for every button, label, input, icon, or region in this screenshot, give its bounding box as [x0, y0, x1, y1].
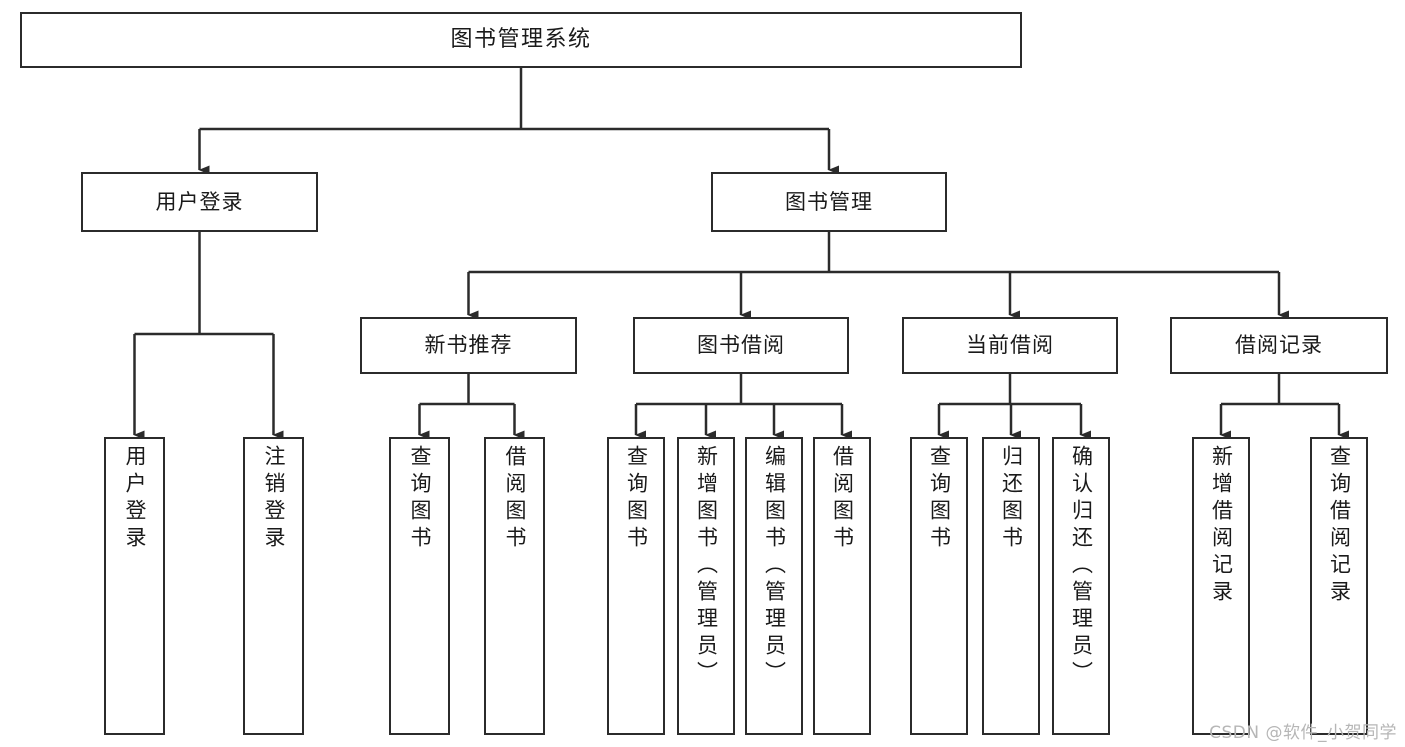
node-label: 查询借阅记录	[1327, 445, 1352, 607]
node-leaf4[interactable]: 借阅图书	[484, 437, 545, 735]
node-label: 图书借阅	[697, 333, 785, 358]
node-root[interactable]: 图书管理系统	[20, 12, 1022, 68]
node-leaf12[interactable]: 新增借阅记录	[1192, 437, 1250, 735]
node-label: 新书推荐	[424, 333, 513, 358]
node-label: 查询图书	[624, 445, 649, 553]
node-label: 查询图书	[927, 445, 952, 553]
node-label: 新增图书（管理员）	[694, 445, 719, 688]
node-label: 归还图书	[999, 445, 1024, 553]
node-current[interactable]: 当前借阅	[902, 317, 1118, 374]
node-bookmgr[interactable]: 图书管理	[711, 172, 947, 232]
node-leaf7[interactable]: 编辑图书（管理员）	[745, 437, 803, 735]
node-label: 图书管理系统	[450, 27, 592, 53]
node-borrow[interactable]: 图书借阅	[633, 317, 849, 374]
node-leaf10[interactable]: 归还图书	[982, 437, 1040, 735]
node-login[interactable]: 用户登录	[81, 172, 318, 232]
node-label: 新增借阅记录	[1209, 445, 1234, 607]
node-leaf6[interactable]: 新增图书（管理员）	[677, 437, 735, 735]
node-records[interactable]: 借阅记录	[1170, 317, 1388, 374]
node-label: 图书管理	[785, 189, 873, 214]
node-label: 当前借阅	[966, 333, 1054, 358]
node-leaf9[interactable]: 查询图书	[910, 437, 968, 735]
node-label: 注销登录	[262, 445, 286, 553]
node-label: 借阅图书	[830, 445, 855, 553]
node-newrec[interactable]: 新书推荐	[360, 317, 577, 374]
node-leaf1[interactable]: 用户登录	[104, 437, 165, 735]
node-label: 用户登录	[123, 445, 147, 553]
node-leaf8[interactable]: 借阅图书	[813, 437, 871, 735]
node-label: 确认归还（管理员）	[1069, 445, 1094, 688]
node-label: 编辑图书（管理员）	[762, 445, 787, 688]
node-label: 借阅记录	[1235, 333, 1323, 358]
node-leaf5[interactable]: 查询图书	[607, 437, 665, 735]
node-leaf2[interactable]: 注销登录	[243, 437, 304, 735]
node-label: 借阅图书	[503, 445, 527, 553]
node-label: 用户登录	[155, 189, 244, 214]
node-leaf3[interactable]: 查询图书	[389, 437, 450, 735]
node-label: 查询图书	[408, 445, 432, 553]
node-leaf11[interactable]: 确认归还（管理员）	[1052, 437, 1110, 735]
node-leaf13[interactable]: 查询借阅记录	[1310, 437, 1368, 735]
